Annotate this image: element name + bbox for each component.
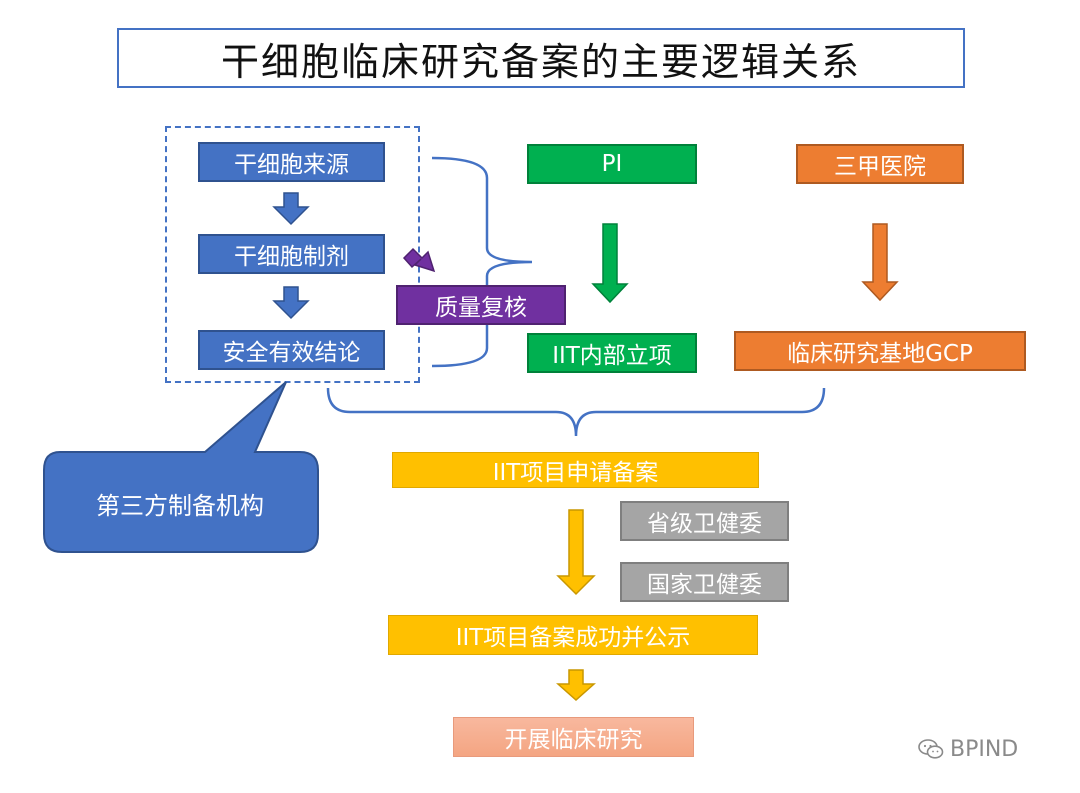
- yellow-short-arrow-icon: [556, 669, 596, 702]
- iit-filing-box: IIT项目申请备案: [392, 452, 759, 488]
- stem-cell-preparation-box: 干细胞制剂: [198, 234, 385, 274]
- gcp-base-box: 临床研究基地GCP: [734, 331, 1026, 371]
- tertiary-hospital-box: 三甲医院: [796, 144, 964, 184]
- down-arrow-icon: [272, 286, 310, 320]
- stem-cell-source-box: 干细胞来源: [198, 142, 385, 182]
- down-arrow-icon: [272, 192, 310, 226]
- pi-box: PI: [527, 144, 697, 184]
- watermark-text: BPIND: [950, 736, 1019, 762]
- bottom-brace: [326, 387, 826, 437]
- provincial-health-commission-box: 省级卫健委: [620, 501, 789, 541]
- safety-efficacy-conclusion-box: 安全有效结论: [198, 330, 385, 370]
- green-down-arrow-icon: [591, 223, 629, 304]
- iit-success-box: IIT项目备案成功并公示: [388, 615, 758, 655]
- page-title: 干细胞临床研究备案的主要逻辑关系: [117, 28, 965, 88]
- callout-bubble: [43, 381, 319, 553]
- national-health-commission-box: 国家卫健委: [620, 562, 789, 602]
- curly-brace: [431, 156, 533, 368]
- start-research-box: 开展临床研究: [453, 717, 694, 757]
- quality-review-box: 质量复核: [396, 285, 566, 325]
- wechat-icon: [918, 739, 944, 759]
- watermark: BPIND: [918, 734, 1058, 764]
- third-party-callout-label: 第三方制备机构: [96, 491, 264, 520]
- yellow-down-arrow-icon: [556, 509, 596, 596]
- purple-arrow-icon: [402, 247, 436, 273]
- orange-down-arrow-icon: [861, 223, 899, 302]
- iit-internal-project-box: IIT内部立项: [527, 333, 697, 373]
